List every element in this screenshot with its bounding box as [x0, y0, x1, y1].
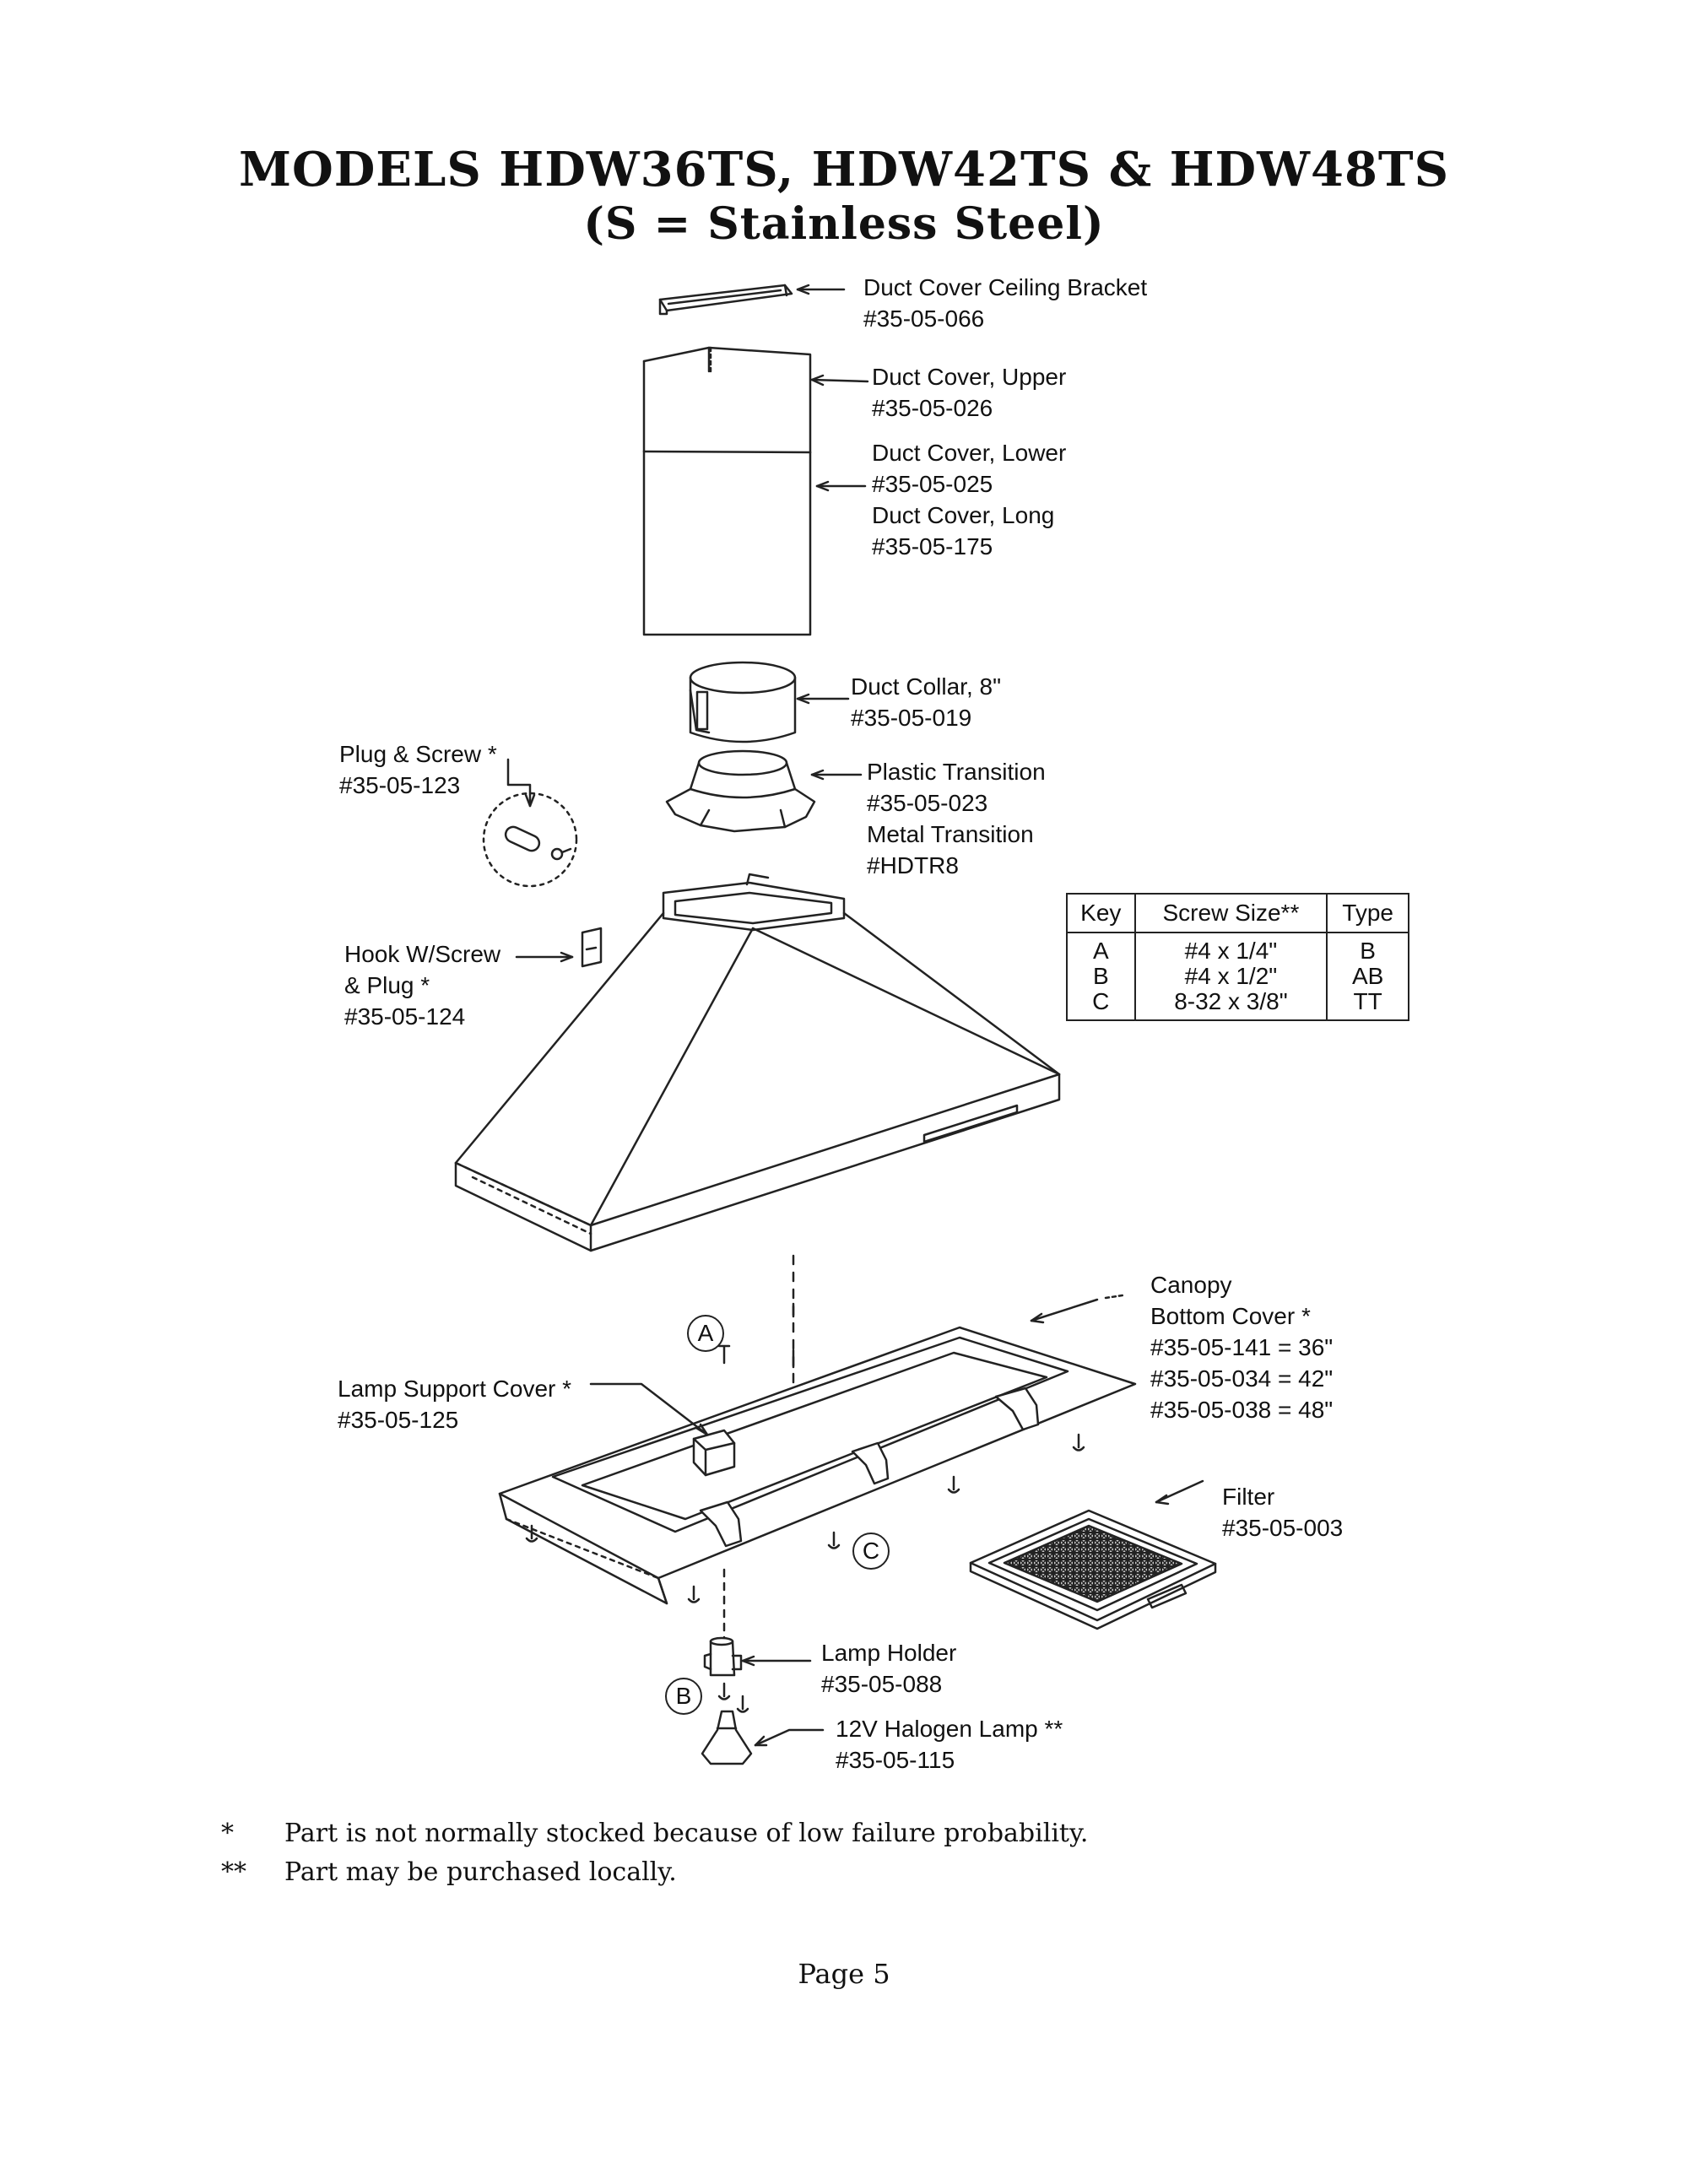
label-hook: Hook W/Screw & Plug * #35-05-124	[344, 938, 500, 1032]
footnote-text: Part is not normally stocked because of …	[284, 1819, 1089, 1848]
part-number: #35-05-019	[851, 705, 972, 731]
part-number: #35-05-066	[863, 305, 985, 332]
duct-cover-drawing	[642, 344, 812, 636]
plug-screw-drawing	[482, 792, 578, 888]
cell-key: B	[1066, 964, 1136, 989]
table-header-row: Key Screw Size** Type	[1066, 893, 1409, 933]
part-name: Bottom Cover *	[1150, 1303, 1311, 1329]
part-name: Lamp Support Cover *	[338, 1376, 572, 1402]
lamp-holder-drawing	[703, 1636, 743, 1677]
arrow-filter	[1155, 1479, 1204, 1504]
duct-collar-drawing	[689, 661, 797, 743]
part-name: Hook W/Screw	[344, 941, 501, 967]
part-number: #35-05-025	[872, 471, 993, 497]
part-name: Plug & Screw *	[339, 741, 497, 767]
canopy-bottom-drawing	[498, 1326, 1137, 1605]
col-header-screw-size: Screw Size**	[1133, 893, 1328, 933]
cell-screw-size: #4 x 1/4"	[1133, 933, 1328, 964]
label-transition: Plastic Transition #35-05-023 Metal Tran…	[867, 756, 1046, 881]
label-ceiling-bracket: Duct Cover Ceiling Bracket #35-05-066	[863, 272, 1147, 334]
filter-drawing	[969, 1509, 1217, 1630]
part-number: #35-05-141 = 36"	[1150, 1334, 1334, 1360]
part-name: Duct Cover, Lower	[872, 440, 1067, 466]
cell-key: A	[1066, 933, 1136, 964]
label-duct-lower: Duct Cover, Lower #35-05-025 Duct Cover,…	[872, 437, 1066, 562]
plastic-transition-drawing	[665, 749, 816, 833]
cell-key: C	[1066, 989, 1136, 1021]
page-subtitle: (S = Stainless Steel)	[583, 198, 1105, 250]
part-number: #35-05-026	[872, 395, 993, 421]
part-name: Duct Cover Ceiling Bracket	[863, 274, 1148, 300]
part-name: Plastic Transition	[867, 759, 1046, 785]
part-number: #35-05-034 = 42"	[1150, 1365, 1334, 1392]
arrow-canopy-bottom	[1030, 1298, 1099, 1322]
part-name: Duct Cover, Long	[872, 502, 1055, 528]
col-header-type: Type	[1326, 893, 1409, 933]
part-name: Metal Transition	[867, 821, 1034, 847]
part-name: Lamp Holder	[821, 1640, 957, 1666]
part-number: #35-05-115	[836, 1747, 955, 1773]
screws-drawing	[525, 1344, 1085, 1713]
footnote-mark: *	[221, 1819, 234, 1848]
table-row: B #4 x 1/2" AB	[1066, 964, 1409, 989]
arrow-halogen-lamp	[754, 1728, 825, 1747]
cell-type: B	[1326, 933, 1409, 964]
label-filter: Filter #35-05-003	[1222, 1481, 1343, 1543]
part-number: #35-05-124	[344, 1003, 466, 1030]
part-number: #35-05-123	[339, 772, 461, 798]
page-number: Page 5	[798, 1958, 890, 1990]
label-plug-screw: Plug & Screw * #35-05-123	[339, 738, 497, 801]
footnote-mark: **	[221, 1857, 246, 1887]
hood-canopy-drawing	[454, 873, 1061, 1252]
page-title: MODELS HDW36TS, HDW42TS & HDW48TS	[238, 142, 1450, 197]
table-row: C 8-32 x 3/8" TT	[1066, 989, 1409, 1021]
screw-key-table: Key Screw Size** Type A #4 x 1/4" B B #4…	[1066, 893, 1409, 1021]
screw-marker-c: C	[852, 1533, 890, 1570]
arrow-lamp-support	[589, 1382, 709, 1436]
part-number: #35-05-023	[867, 790, 988, 816]
table-row: A #4 x 1/4" B	[1066, 933, 1409, 964]
part-name: Canopy	[1150, 1272, 1232, 1298]
arrow-duct-upper	[810, 378, 869, 383]
part-name: Duct Collar, 8"	[851, 673, 1002, 700]
footnotes: * Part is not normally stocked because o…	[221, 1814, 1088, 1892]
part-name: Filter	[1222, 1484, 1275, 1510]
label-lamp-support: Lamp Support Cover * #35-05-125	[338, 1373, 571, 1435]
arrow-plug-screw	[506, 758, 532, 808]
cell-screw-size: 8-32 x 3/8"	[1133, 989, 1328, 1021]
hook-drawing	[581, 927, 603, 968]
label-lamp-holder: Lamp Holder #35-05-088	[821, 1637, 956, 1700]
part-number: #35-05-003	[1222, 1515, 1344, 1541]
screw-marker-a: A	[687, 1315, 724, 1352]
part-name: Duct Cover, Upper	[872, 364, 1067, 390]
label-duct-collar: Duct Collar, 8" #35-05-019	[851, 671, 1001, 733]
label-duct-upper: Duct Cover, Upper #35-05-026	[872, 361, 1066, 424]
footnote: * Part is not normally stocked because o…	[221, 1814, 1088, 1853]
part-name: 12V Halogen Lamp **	[836, 1716, 1063, 1742]
ceiling-bracket-drawing	[658, 284, 793, 316]
part-number: #35-05-038 = 48"	[1150, 1397, 1334, 1423]
part-number: #35-05-088	[821, 1671, 943, 1697]
part-number: #HDTR8	[867, 852, 959, 878]
col-header-key: Key	[1066, 893, 1136, 933]
footnote: ** Part may be purchased locally.	[221, 1853, 1088, 1892]
part-number: #35-05-175	[872, 533, 993, 560]
label-halogen-lamp: 12V Halogen Lamp ** #35-05-115	[836, 1713, 1063, 1776]
part-name: & Plug *	[344, 972, 430, 998]
cell-screw-size: #4 x 1/2"	[1133, 964, 1328, 989]
screw-marker-b: B	[665, 1678, 702, 1715]
footnote-text: Part may be purchased locally.	[284, 1857, 677, 1887]
cell-type: AB	[1326, 964, 1409, 989]
label-canopy-bottom: Canopy Bottom Cover * #35-05-141 = 36" #…	[1150, 1269, 1333, 1425]
part-number: #35-05-125	[338, 1407, 459, 1433]
cell-type: TT	[1326, 989, 1409, 1021]
halogen-lamp-drawing	[701, 1710, 753, 1765]
